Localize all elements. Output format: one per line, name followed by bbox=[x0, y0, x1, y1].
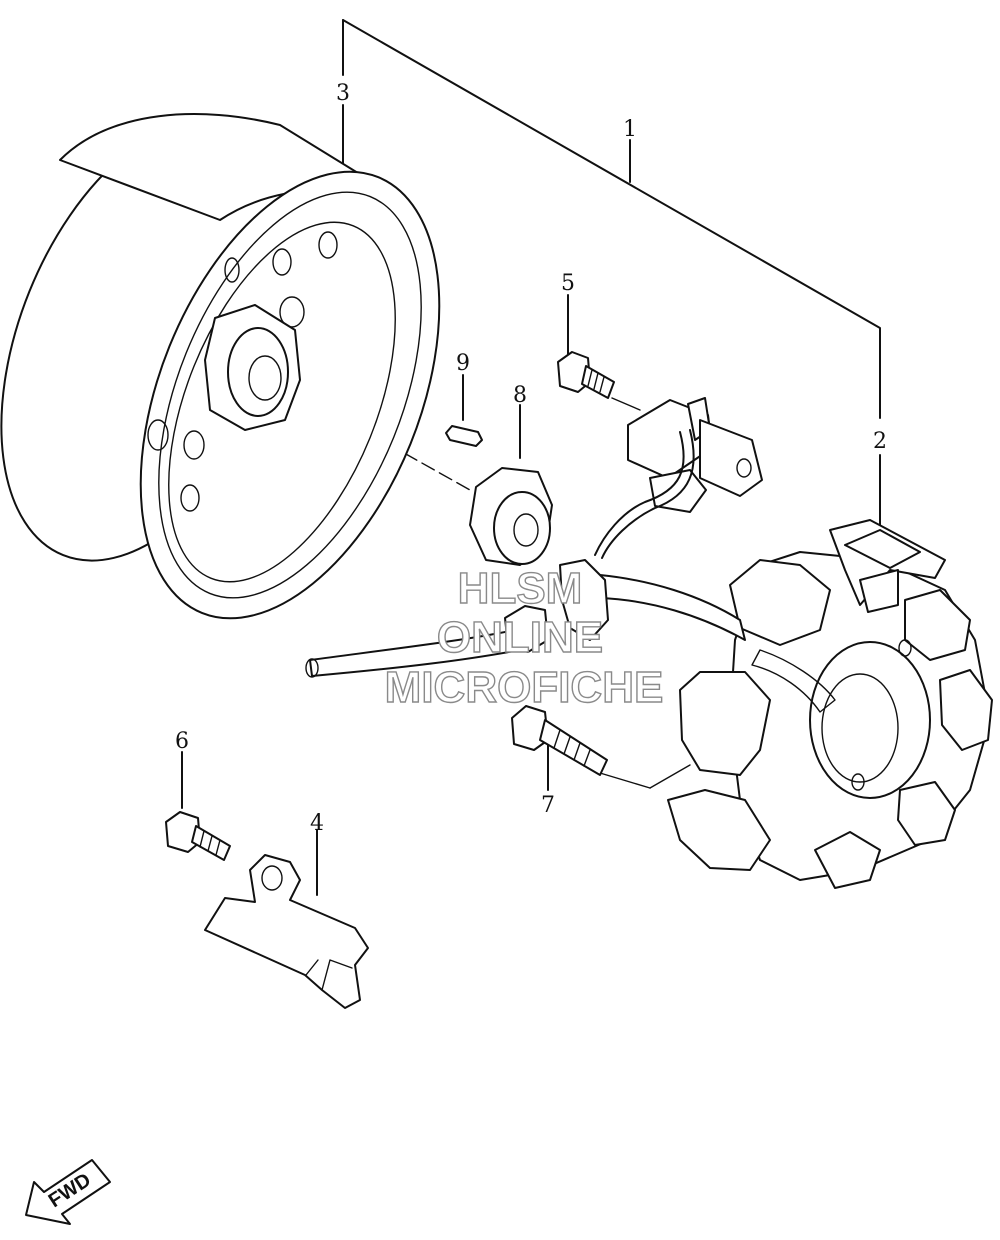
pickup-coil bbox=[594, 397, 763, 559]
woodruff-key bbox=[445, 425, 483, 447]
watermark-line-2: ONLINE bbox=[437, 613, 603, 662]
callout-6: 6 bbox=[175, 729, 189, 754]
forward-direction-marker: FWD bbox=[25, 1159, 111, 1225]
callout-labels: 1 2 3 4 5 6 7 8 9 bbox=[175, 81, 887, 836]
arrow-left-down-icon bbox=[25, 1159, 111, 1225]
stator-assembly bbox=[305, 519, 993, 889]
screw-6 bbox=[165, 811, 231, 861]
flywheel-nut bbox=[469, 467, 553, 566]
callout-2: 2 bbox=[873, 429, 887, 454]
callout-4: 4 bbox=[310, 811, 324, 836]
screw-5 bbox=[557, 351, 615, 399]
watermark-line-3: MICROFICHE bbox=[385, 663, 664, 712]
callout-3: 3 bbox=[336, 81, 350, 106]
callout-7: 7 bbox=[541, 793, 555, 818]
callout-8: 8 bbox=[513, 383, 527, 408]
callout-1: 1 bbox=[623, 117, 637, 142]
flywheel-rotor bbox=[0, 113, 441, 620]
assembly-bracket-lines bbox=[181, 19, 881, 896]
callout-9: 9 bbox=[456, 351, 470, 376]
bolt-7 bbox=[511, 705, 608, 776]
watermark-line-1: HLSM bbox=[458, 564, 583, 613]
callout-5: 5 bbox=[561, 271, 575, 296]
clamp-plate bbox=[204, 854, 369, 1009]
watermark: HLSM ONLINE MICROFICHE bbox=[384, 563, 664, 712]
